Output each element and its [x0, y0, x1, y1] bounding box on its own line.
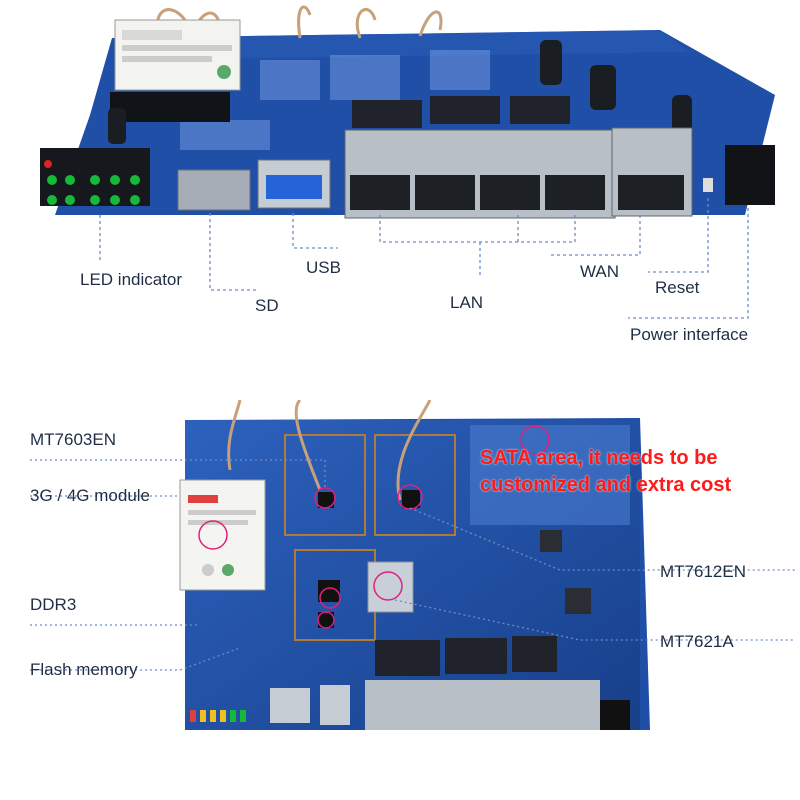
label-usb: USB	[306, 258, 341, 277]
reset-button-front	[703, 178, 713, 192]
power-jack-front	[725, 145, 775, 205]
highlight-circles	[198, 425, 550, 629]
sata-area	[470, 425, 630, 525]
module-3g4g-top	[179, 479, 266, 591]
label-flash-memory: Flash memory	[30, 660, 138, 679]
led-indicator-block	[40, 148, 150, 206]
magnetics-top	[375, 636, 557, 676]
label-sd: SD	[255, 296, 279, 315]
label-led-indicator: LED indicator	[80, 270, 183, 289]
sata-area-note: SATA area, it needs to be customized and…	[480, 447, 732, 496]
label-ddr3: DDR3	[30, 595, 77, 614]
router-board-front-photo	[40, 5, 775, 319]
callout-lines-bottom	[30, 459, 795, 671]
callout-lines-top	[99, 198, 749, 319]
label-mt7603en: MT7603EN	[30, 430, 116, 449]
label-power-interface: Power interface	[630, 325, 749, 344]
sd-slot-front	[177, 169, 251, 211]
usb-port-front	[257, 159, 331, 209]
module-3g4g-front	[114, 19, 241, 91]
router-board-top-photo	[30, 400, 795, 730]
label-mt7612en: MT7612EN	[660, 562, 746, 581]
capacitors	[108, 40, 692, 144]
label-3g-4g-module: 3G / 4G module	[30, 486, 151, 505]
magnetics-front	[352, 96, 570, 128]
mt7621a-heatsink	[367, 561, 414, 613]
label-wan: WAN	[580, 262, 620, 281]
label-lan: LAN	[450, 293, 484, 312]
lan-ports-front	[344, 129, 616, 219]
rf-shields	[284, 434, 456, 641]
wan-port-front	[611, 127, 693, 217]
label-mt7621a: MT7621A	[660, 632, 734, 651]
label-reset: Reset	[655, 278, 700, 297]
